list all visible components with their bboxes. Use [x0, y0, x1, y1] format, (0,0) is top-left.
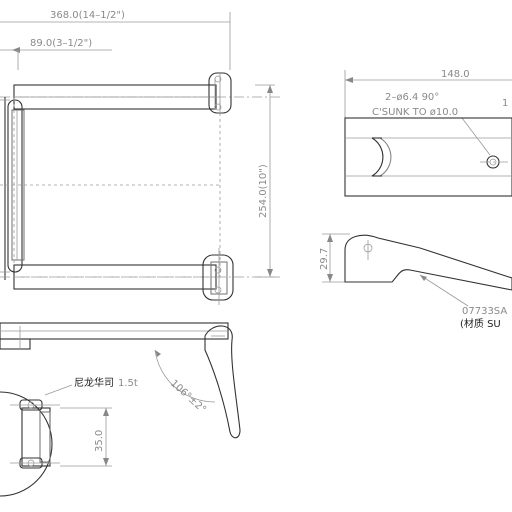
- overall-width-label: 368.0(14–1/2"): [50, 10, 125, 21]
- washer-thickness-label: 1.5t: [118, 378, 138, 389]
- tick-label: 1: [502, 98, 508, 109]
- part-number-label: 07733SA: [462, 306, 507, 317]
- bracket-height-label: 29.7: [319, 248, 330, 270]
- washer-label: 尼龙华司: [74, 376, 114, 389]
- height-label: 254.0(10"): [258, 164, 269, 218]
- frame-plan-view: 368.0(14–1/2") 89.0(3–1/2"): [0, 10, 280, 305]
- holes-label: 2–ø6.4 90°: [385, 92, 439, 103]
- plate-width-label: 148.0: [441, 69, 470, 80]
- offset-label: 89.0(3–1/2"): [30, 38, 92, 49]
- section-height-label: 35.0: [94, 430, 105, 452]
- section-view: 尼龙华司 1.5t 35.0: [0, 376, 138, 497]
- bracket-view: 29.7 07733SA (材质 SU: [319, 233, 512, 330]
- countersink-label: C'SUNK TO ø10.0: [372, 107, 458, 118]
- angle-label: 106°±2°: [168, 378, 208, 416]
- plate-view: 148.0 2–ø6.4 90° C'SUNK TO ø10.0 1: [344, 69, 512, 197]
- material-label: (材质 SU: [460, 317, 501, 330]
